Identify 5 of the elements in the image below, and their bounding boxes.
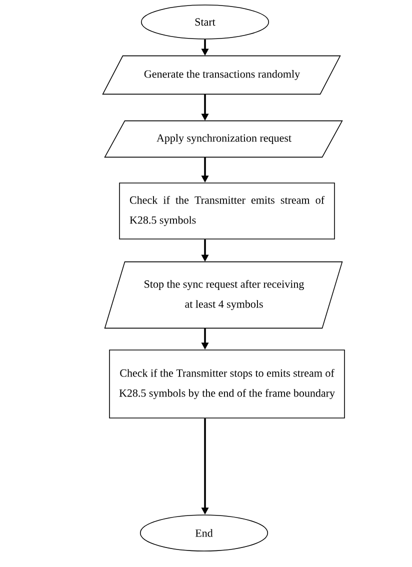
input-output-box: Stop the sync request after receiving at least 4 symbols (104, 261, 343, 329)
process-box: Check if the Transmitter stops to emits stream of K28.5 symbols by the end of the frame boundary (109, 350, 345, 418)
process-box: Check if the Transmitter emits stream of K28.5 symbols (119, 182, 335, 240)
input-output-box: Generate the transactions randomly (102, 55, 341, 95)
input-output-box: Apply synchronization request (104, 120, 343, 158)
